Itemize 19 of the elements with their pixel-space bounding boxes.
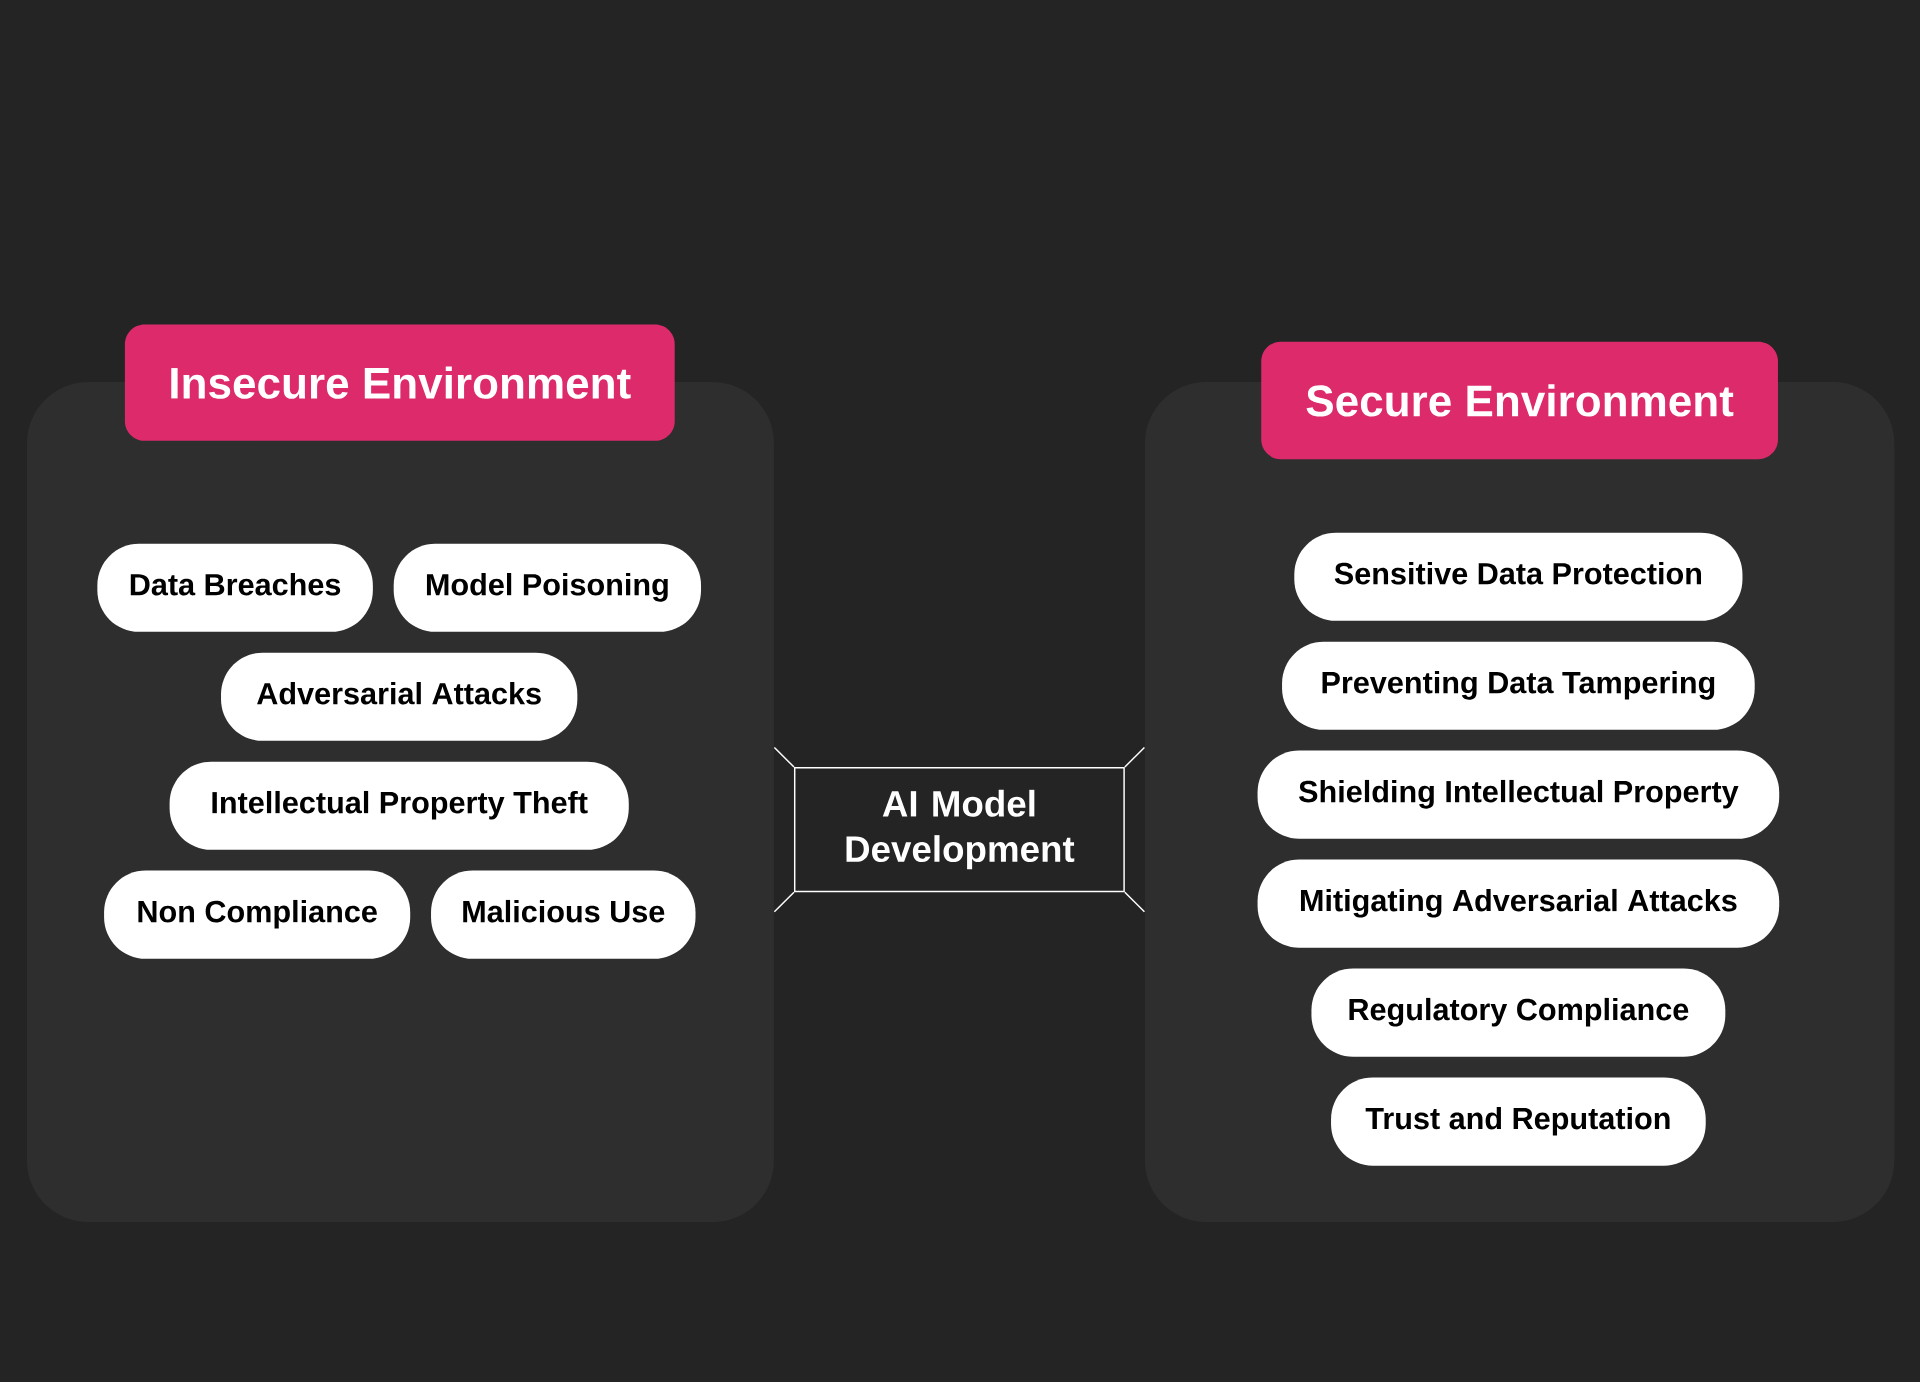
pill-label: Data Breaches — [97, 543, 373, 632]
connector-line — [773, 891, 795, 913]
pill-label: Shielding Intellectual Property — [1257, 750, 1780, 839]
connector-line — [1124, 746, 1146, 768]
pill-label: Non Compliance — [104, 870, 411, 959]
pill-label: Adversarial Attacks — [221, 652, 578, 741]
pill-label: Regulatory Compliance — [1311, 968, 1726, 1057]
pill-label: Malicious Use — [431, 870, 696, 959]
pill-label: Intellectual Property Theft — [169, 761, 629, 850]
pill-label: Trust and Reputation — [1331, 1077, 1706, 1166]
title-banner: Insecure Environment — [124, 324, 675, 441]
pill-label: Sensitive Data Protection — [1294, 532, 1743, 621]
connector-line — [1124, 891, 1146, 913]
title-banner: Secure Environment — [1261, 341, 1778, 459]
pill-label: Mitigating Adversarial Attacks — [1257, 859, 1780, 948]
pill-label: Preventing Data Tampering — [1282, 641, 1755, 730]
pill-label: Model Poisoning — [393, 543, 702, 632]
connector-line — [773, 746, 795, 768]
center-box: AI Model Development — [793, 766, 1125, 892]
